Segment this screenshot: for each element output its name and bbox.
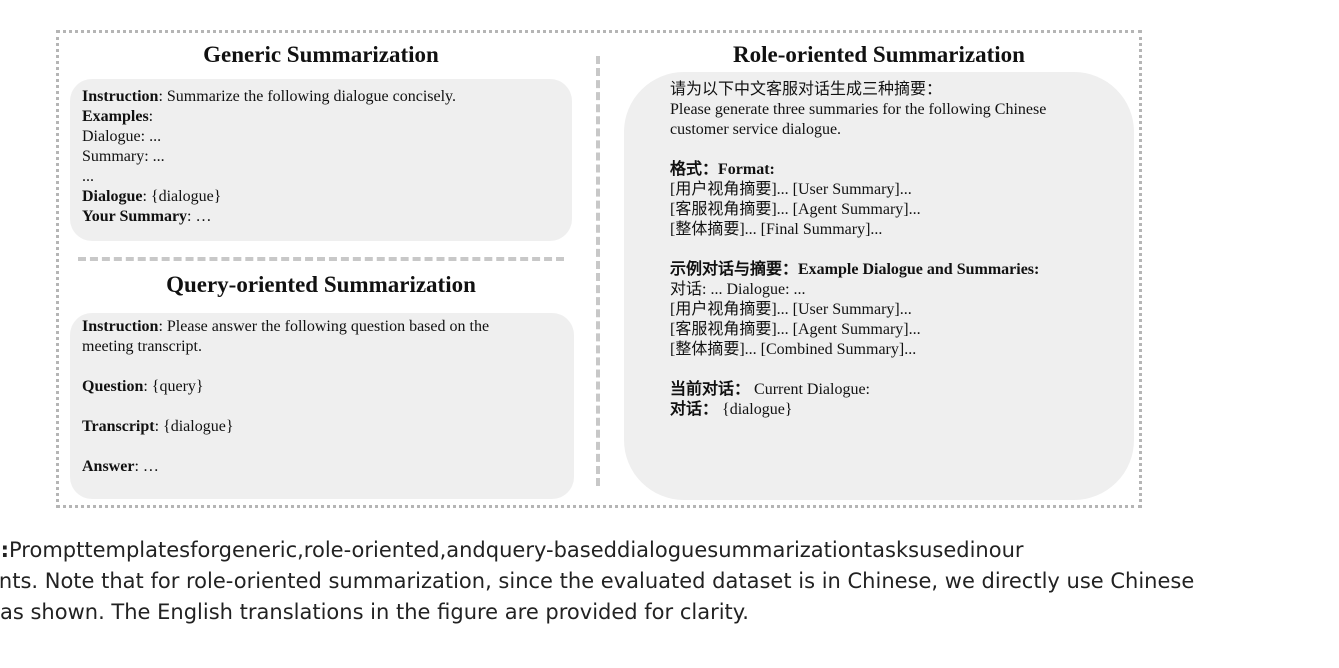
prompt-text: : {dialogue} — [154, 418, 234, 435]
prompt-line: Dialogue: {dialogue} — [82, 187, 560, 207]
prompt-line: [客服视角摘要]... [Agent Summary]... — [670, 200, 1088, 220]
prompt-field-label: 格式：Format: — [670, 161, 775, 178]
caption-word: used — [919, 538, 970, 562]
query-prompt-box: Instruction: Please answer the following… — [70, 313, 574, 499]
prompt-text: : Please answer the following question b… — [158, 318, 490, 335]
prompt-line: Dialogue: ... — [82, 127, 560, 147]
caption-line-3: as shown. The English translations in th… — [0, 600, 749, 624]
prompt-field-label: 当前对话： — [670, 381, 751, 398]
prompt-text: : … — [187, 208, 212, 225]
prompt-text: [整体摘要]... [Final Summary]... — [670, 221, 883, 238]
caption-word: dialogue — [617, 538, 708, 562]
prompt-text: : Summarize the following dialogue conci… — [158, 88, 457, 105]
prompt-line: 格式：Format: — [670, 160, 1088, 180]
prompt-line: [客服视角摘要]... [Agent Summary]... — [670, 320, 1088, 340]
figure-caption: 3:Prompttemplatesforgeneric,role-oriente… — [0, 535, 1316, 628]
prompt-line: Your Summary: … — [82, 207, 560, 227]
prompt-text: Please generate three summaries for the … — [670, 101, 1047, 118]
caption-line-1: 3:Prompttemplatesforgeneric,role-oriente… — [0, 535, 1302, 566]
generic-prompt-box: Instruction: Summarize the following dia… — [70, 79, 572, 241]
prompt-text: Current Dialogue: — [750, 381, 870, 398]
prompt-field-label: Dialogue — [82, 188, 143, 205]
prompt-line: [用户视角摘要]... [User Summary]... — [670, 300, 1088, 320]
caption-word: query-based — [485, 538, 617, 562]
prompt-text: [整体摘要]... [Combined Summary]... — [670, 341, 917, 358]
caption-word: summarization — [707, 538, 864, 562]
prompt-text: [用户视角摘要]... [User Summary]... — [670, 301, 912, 318]
prompt-line: 请为以下中文客服对话生成三种摘要： — [670, 80, 1088, 100]
prompt-line: customer service dialogue. — [670, 120, 1088, 140]
role-prompt-box: 请为以下中文客服对话生成三种摘要： Please generate three s… — [624, 72, 1134, 500]
prompt-text: : … — [134, 458, 159, 475]
prompt-text: Summary: ... — [82, 148, 165, 165]
role-title: Role-oriented Summarization — [733, 42, 1025, 67]
prompt-line: Answer: … — [82, 457, 562, 477]
prompt-line: Instruction: Summarize the following dia… — [82, 87, 560, 107]
prompt-text: : {dialogue} — [142, 188, 222, 205]
prompt-line: 示例对话与摘要：Example Dialogue and Summaries: — [670, 260, 1088, 280]
prompt-line: Examples: — [82, 107, 560, 127]
caption-word: role-oriented, — [303, 538, 447, 562]
prompt-text: customer service dialogue. — [670, 121, 842, 138]
query-title: Query-oriented Summarization — [166, 272, 476, 297]
prompt-text: 对话: ... Dialogue: ... — [670, 281, 806, 298]
blank-line — [82, 397, 562, 417]
prompt-text: ... — [82, 168, 94, 185]
caption-word: for — [190, 538, 219, 562]
prompt-line: [整体摘要]... [Combined Summary]... — [670, 340, 1088, 360]
prompt-text: [客服视角摘要]... [Agent Summary]... — [670, 201, 921, 218]
prompt-line: Instruction: Please answer the following… — [82, 317, 562, 337]
prompt-text: [客服视角摘要]... [Agent Summary]... — [670, 321, 921, 338]
vertical-divider — [596, 56, 600, 486]
caption-word: 3: — [0, 538, 10, 562]
prompt-field-label: Instruction — [82, 318, 159, 335]
caption-word: generic, — [218, 538, 304, 562]
prompt-line: ... — [82, 167, 560, 187]
blank-line — [670, 240, 1088, 260]
prompt-text: Dialogue: ... — [82, 128, 162, 145]
blank-line — [670, 360, 1088, 380]
prompt-text: [用户视角摘要]... [User Summary]... — [670, 181, 912, 198]
prompt-text: : — [148, 108, 154, 125]
prompt-field-label: Answer — [82, 458, 135, 475]
caption-word: in — [969, 538, 989, 562]
caption-word: templates — [84, 538, 191, 562]
caption-word: Prompt — [9, 538, 85, 562]
prompt-field-label: Question — [82, 378, 144, 395]
blank-line — [82, 357, 562, 377]
prompt-line: Please generate three summaries for the … — [670, 100, 1088, 120]
horizontal-divider — [78, 257, 564, 261]
blank-line — [82, 437, 562, 457]
prompt-line: [用户视角摘要]... [User Summary]... — [670, 180, 1088, 200]
prompt-line: 对话: ... Dialogue: ... — [670, 280, 1088, 300]
prompt-line: meeting transcript. — [82, 337, 562, 357]
prompt-line: 当前对话： Current Dialogue: — [670, 380, 1088, 400]
prompt-text: meeting transcript. — [82, 338, 202, 355]
prompt-line: Transcript: {dialogue} — [82, 417, 562, 437]
caption-word: our — [988, 538, 1024, 562]
blank-line — [670, 140, 1088, 160]
prompt-field-label: Examples — [82, 108, 149, 125]
prompt-field-label: Your Summary — [82, 208, 188, 225]
caption-line-2: ents. Note that for role-oriented summar… — [0, 569, 1195, 593]
prompt-line: Question: {query} — [82, 377, 562, 397]
prompt-line: [整体摘要]... [Final Summary]... — [670, 220, 1088, 240]
prompt-field-label: 示例对话与摘要：Example Dialogue and Summaries: — [670, 261, 1040, 278]
prompt-text: {dialogue} — [718, 401, 793, 418]
prompt-field-label: Instruction — [82, 88, 159, 105]
caption-word: and — [446, 538, 486, 562]
prompt-field-label: 对话： — [670, 401, 719, 418]
prompt-text: : {query} — [143, 378, 204, 395]
prompt-line: 对话： {dialogue} — [670, 400, 1088, 420]
prompt-line: Summary: ... — [82, 147, 560, 167]
figure-frame — [56, 30, 1142, 508]
caption-word: tasks — [863, 538, 920, 562]
generic-title: Generic Summarization — [203, 42, 439, 67]
prompt-field-label: Transcript — [82, 418, 155, 435]
prompt-text: 请为以下中文客服对话生成三种摘要： — [670, 81, 943, 98]
